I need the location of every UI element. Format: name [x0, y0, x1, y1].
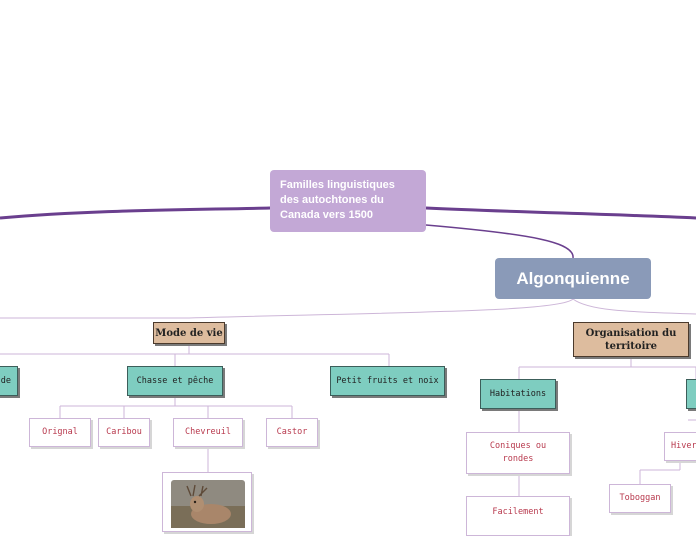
deer-photo-icon	[171, 480, 245, 528]
root-node-label: Familles linguistiques des autochtones d…	[280, 179, 395, 221]
topic-chasse-label: Chasse et pêche	[136, 376, 214, 386]
leaf-hiver[interactable]: Hiver	[664, 432, 696, 461]
branch-organisation-territoire[interactable]: Organisation du territoire	[573, 322, 689, 357]
root-node-familles[interactable]: Familles linguistiques des autochtones d…	[270, 170, 426, 232]
main-node-label: Algonquienne	[516, 268, 630, 288]
topic-habitations[interactable]: Habitations	[480, 379, 556, 409]
topic-petit-fruits[interactable]: Petit fruits et noix	[330, 366, 445, 396]
connector-root-left	[0, 206, 271, 220]
branch-organisation-label: Organisation du territoire	[585, 327, 677, 352]
main-node-algonquienne[interactable]: Algonquienne	[495, 258, 651, 299]
topic-chasse-peche[interactable]: Chasse et pêche	[127, 366, 223, 396]
topic-right-partial[interactable]	[686, 379, 696, 409]
leaf-castor-label: Castor	[276, 427, 308, 437]
leaf-facilement-label: Facilement	[492, 507, 544, 517]
chevreuil-photo-node[interactable]	[162, 472, 252, 532]
connector-main-mode	[0, 298, 574, 319]
connector-root-right	[425, 206, 696, 220]
leaf-facilement[interactable]: Facilement	[466, 496, 570, 536]
leaf-coniques-label: Coniques ou rondes	[489, 441, 547, 464]
leaf-chevreuil[interactable]: Chevreuil	[173, 418, 243, 447]
topic-left-partial-label: de	[0, 376, 11, 386]
topic-habitations-label: Habitations	[489, 389, 547, 399]
connector-main-org	[572, 298, 696, 315]
connectors	[0, 206, 696, 496]
leaf-hiver-label: Hiver	[671, 441, 696, 451]
leaf-caribou[interactable]: Caribou	[98, 418, 150, 447]
leaf-chevreuil-label: Chevreuil	[184, 427, 232, 437]
leaf-caribou-label: Caribou	[106, 427, 142, 437]
mind-map-canvas: Familles linguistiques des autochtones d…	[0, 170, 696, 536]
leaf-orignal-label: Orignal	[42, 427, 78, 437]
leaf-orignal[interactable]: Orignal	[29, 418, 91, 447]
leaf-coniques-rondes[interactable]: Coniques ou rondes	[466, 432, 570, 474]
leaf-toboggan-label: Toboggan	[619, 493, 661, 503]
connector-root-main	[425, 224, 574, 259]
topic-petit-fruits-label: Petit fruits et noix	[336, 376, 439, 386]
branch-mode-de-vie-label: Mode de vie	[155, 327, 223, 339]
leaf-castor[interactable]: Castor	[266, 418, 318, 447]
branch-mode-de-vie[interactable]: Mode de vie	[153, 322, 225, 344]
topic-left-partial[interactable]: de	[0, 366, 18, 396]
leaf-toboggan[interactable]: Toboggan	[609, 484, 671, 513]
